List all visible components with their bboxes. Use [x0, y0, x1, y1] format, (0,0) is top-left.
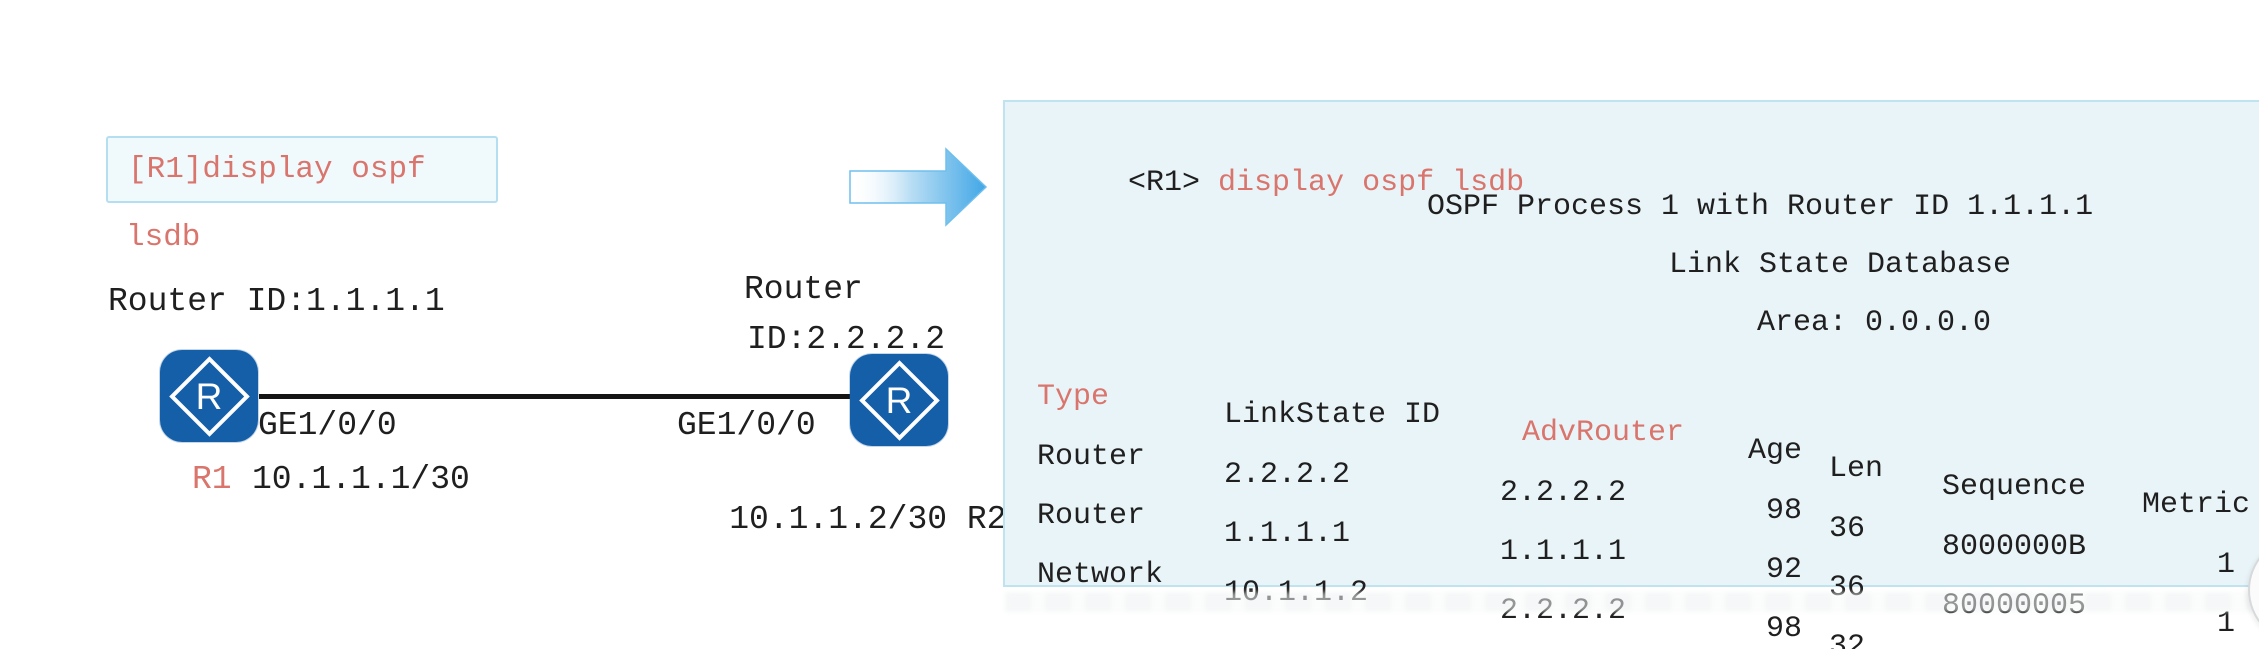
router1-interface-label: GE1/0/0 [258, 407, 397, 444]
cell-type: Router [1037, 440, 1146, 474]
terminal-prompt: <R1> [1128, 166, 1219, 200]
router1-id-label: Router ID:1.1.1.1 [108, 283, 445, 320]
flow-arrow-icon [849, 147, 988, 227]
router1-name-label: R1 [192, 461, 232, 498]
router-diamond-icon: R [858, 359, 940, 441]
router2-ip-line: 10.1.1.2/30 R2 [650, 460, 1006, 580]
router-icon-letter: R [195, 374, 223, 416]
router1-ip-label: 10.1.1.1/30 [252, 461, 470, 498]
terminal-command-line: <R1> display ospf lsdb [1020, 126, 1524, 240]
lsdb-table-row: Router 2.2.2.2 2.2.2.2 98 36 8000000B 1 [1005, 420, 2259, 582]
cell-len: 36 [1829, 512, 1866, 546]
lsdb-table-row: Router 1.1.1.1 1.1.1.1 92 36 80000005 1 [1005, 479, 2259, 641]
cell-adv-router: 2.2.2.2 [1500, 476, 1627, 510]
router2-ip-label: 10.1.1.2/30 [729, 501, 948, 538]
terminal-command: display ospf lsdb [1218, 166, 1525, 200]
cell-metric: 1 [2216, 607, 2235, 641]
cell-adv-router: 1.1.1.1 [1500, 535, 1627, 569]
link-line [259, 394, 851, 399]
lsdb-table-row: Network 10.1.1.2 2.2.2.2 98 32 80000004 … [1005, 538, 2259, 649]
header-age: Age [1747, 434, 1802, 468]
ospf-process-line: OSPF Process 1 with Router ID 1.1.1.1 [1427, 190, 2094, 224]
panel-reflection [1005, 592, 2259, 612]
router-diamond-icon: R [168, 355, 250, 437]
command-callout-box: [R1]display ospf [106, 136, 498, 203]
cell-sequence: 8000000B [1942, 530, 2087, 564]
cell-len: 32 [1829, 630, 1866, 649]
router2-interface-label: GE1/0/0 [677, 407, 816, 444]
cell-linkstate-id: 2.2.2.2 [1224, 458, 1351, 492]
header-metric: Metric [2142, 488, 2251, 522]
router2-icon: R [850, 354, 948, 446]
link-state-database-line: Link State Database [1669, 248, 2012, 282]
header-linkstate-id: LinkState ID [1224, 398, 1441, 432]
terminal-output-panel: <R1> display ospf lsdb OSPF Process 1 wi… [1003, 100, 2259, 649]
cell-age: 98 [1765, 612, 1802, 646]
router1-icon: R [160, 350, 258, 442]
cell-metric: 1 [2216, 548, 2235, 582]
router2-id-label-line1: Router [744, 271, 863, 308]
cell-type: Router [1037, 499, 1146, 533]
cell-age: 92 [1765, 553, 1802, 587]
router2-name-label: R2 [966, 501, 1007, 538]
command-callout-line1: [R1]display ospf [128, 151, 426, 187]
cell-linkstate-id: 1.1.1.1 [1224, 517, 1351, 551]
router2-id-label-line2: ID:2.2.2.2 [747, 321, 946, 358]
header-sequence: Sequence [1942, 470, 2087, 504]
router-icon-letter: R [885, 378, 913, 420]
header-type: Type [1037, 380, 1110, 414]
cell-age: 98 [1765, 494, 1802, 528]
lsdb-table-header-row: Type LinkState ID AdvRouter Age Len Sequ… [1005, 360, 2259, 522]
header-adv-router: AdvRouter [1522, 416, 1685, 450]
header-len: Len [1829, 452, 1884, 486]
command-callout-line2: lsdb [126, 220, 201, 255]
area-line: Area: 0.0.0.0 [1757, 306, 1992, 340]
cell-type: Network [1037, 558, 1164, 592]
